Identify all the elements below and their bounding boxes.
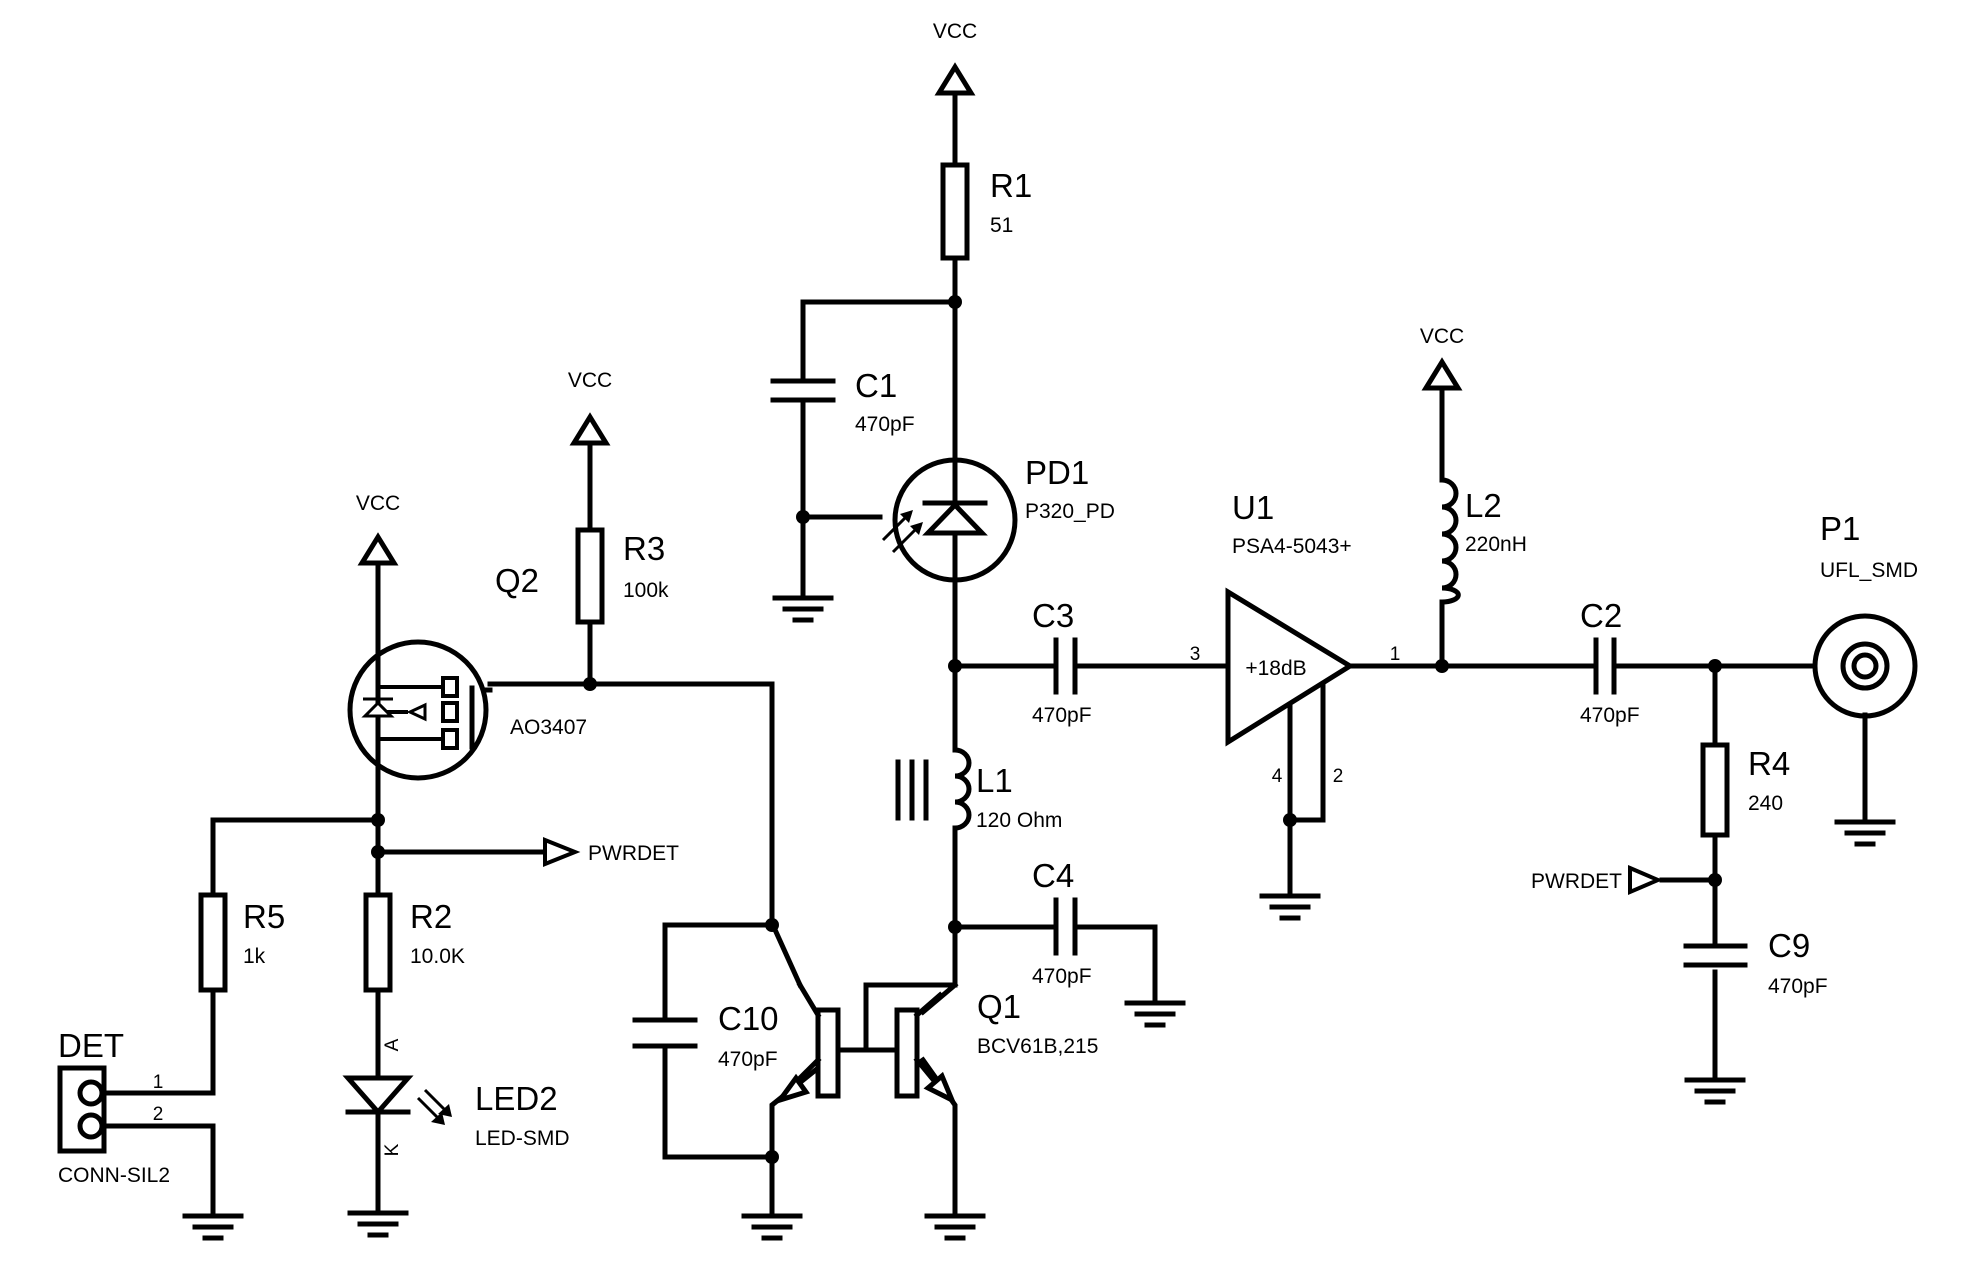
resistor-r4: R4 240 — [1700, 742, 1790, 838]
r3-value: 100k — [623, 579, 669, 602]
r2-value: 10.0K — [410, 945, 465, 968]
led-led2: A K LED2 LED-SMD — [342, 1038, 570, 1156]
resistor-r5: R5 1k — [198, 892, 285, 993]
r4-ref: R4 — [1748, 745, 1790, 782]
capacitor-c9: C9 470pF — [1683, 927, 1828, 998]
led2-cathode-label: K — [382, 1143, 403, 1156]
photodiode-pd1: PD1 P320_PD — [881, 454, 1115, 583]
c9-value: 470pF — [1768, 975, 1828, 998]
l1-value: 120 Ohm — [976, 809, 1062, 832]
resistor-r1: R1 51 — [940, 162, 1032, 261]
transistor-q1: Q1 BCV61B,215 — [773, 981, 1098, 1106]
l2-ref: L2 — [1465, 487, 1502, 524]
vcc-top: VCC — [933, 20, 977, 96]
u1-pin4: 4 — [1272, 766, 1283, 787]
det-ref: DET — [58, 1027, 124, 1064]
r2-ref: R2 — [410, 898, 452, 935]
inductor-l2: L2 220nH — [1439, 477, 1527, 605]
c4-value: 470pF — [1032, 965, 1092, 988]
p1-ref: P1 — [1820, 510, 1860, 547]
net-pwrdet-in: PWRDET — [1531, 864, 1664, 896]
q1-value: BCV61B,215 — [977, 1035, 1098, 1058]
r1-ref: R1 — [990, 167, 1032, 204]
vcc-r3: VCC — [568, 369, 612, 446]
led2-value: LED-SMD — [475, 1127, 570, 1150]
q2-ref: Q2 — [495, 562, 539, 599]
resistor-r3: R3 100k — [575, 527, 669, 625]
pwrdet-label: PWRDET — [588, 842, 679, 865]
amplifier-u1: +18dB 3 1 4 2 U1 PSA4-5043+ — [1190, 489, 1401, 787]
led2-ref: LED2 — [475, 1080, 558, 1117]
vcc-label: VCC — [933, 20, 977, 43]
net-pwrdet-out: PWRDET — [543, 837, 679, 867]
u1-pin3: 3 — [1190, 644, 1201, 665]
u1-ref: U1 — [1232, 489, 1274, 526]
u1-pin1: 1 — [1390, 644, 1401, 665]
det-pin1: 1 — [153, 1072, 164, 1093]
q1-ref: Q1 — [977, 988, 1021, 1025]
vcc-l2: VCC — [1420, 325, 1464, 391]
c4-ref: C4 — [1032, 857, 1074, 894]
c3-value: 470pF — [1032, 704, 1092, 727]
c10-value: 470pF — [718, 1048, 778, 1071]
pwrdet-label: PWRDET — [1531, 870, 1622, 893]
mosfet-q2: Q2 AO3407 — [347, 562, 587, 781]
u1-gain: +18dB — [1245, 657, 1306, 680]
connector-det: 1 2 DET CONN-SIL2 — [57, 1027, 170, 1187]
vcc-label: VCC — [356, 492, 400, 515]
u1-value: PSA4-5043+ — [1232, 535, 1352, 558]
vcc-label: VCC — [568, 369, 612, 392]
c10-ref: C10 — [718, 1000, 779, 1037]
capacitor-c2: C2 470pF — [1580, 597, 1640, 727]
capacitor-c1: C1 470pF — [770, 362, 915, 436]
c2-value: 470pF — [1580, 704, 1640, 727]
l1-ref: L1 — [976, 762, 1013, 799]
u1-pin2: 2 — [1333, 766, 1344, 787]
pd1-ref: PD1 — [1025, 454, 1089, 491]
c2-ref: C2 — [1580, 597, 1622, 634]
det-pin2: 2 — [153, 1104, 164, 1125]
connector-p1: P1 UFL_SMD — [1812, 510, 1918, 719]
c9-ref: C9 — [1768, 927, 1810, 964]
pd1-value: P320_PD — [1025, 500, 1115, 523]
capacitor-c3: C3 470pF — [1032, 597, 1092, 727]
c1-value: 470pF — [855, 413, 915, 436]
p1-value: UFL_SMD — [1820, 559, 1918, 582]
r3-ref: R3 — [623, 530, 665, 567]
r5-value: 1k — [243, 945, 266, 968]
c3-ref: C3 — [1032, 597, 1074, 634]
r1-value: 51 — [990, 214, 1013, 237]
wires — [102, 92, 1868, 1201]
junctions — [371, 295, 1722, 1164]
vcc-q2: VCC — [356, 492, 400, 566]
led2-anode-label: A — [382, 1038, 403, 1051]
r4-value: 240 — [1748, 792, 1783, 815]
r5-ref: R5 — [243, 898, 285, 935]
resistor-r2: R2 10.0K — [363, 892, 465, 993]
capacitor-c10: C10 470pF — [632, 1000, 779, 1071]
det-value: CONN-SIL2 — [58, 1164, 170, 1187]
vcc-label: VCC — [1420, 325, 1464, 348]
capacitor-c4: C4 470pF — [1032, 857, 1092, 988]
q2-value: AO3407 — [510, 716, 587, 739]
inductor-l1: L1 120 Ohm — [895, 747, 1062, 832]
c1-ref: C1 — [855, 367, 897, 404]
l2-value: 220nH — [1465, 533, 1527, 556]
